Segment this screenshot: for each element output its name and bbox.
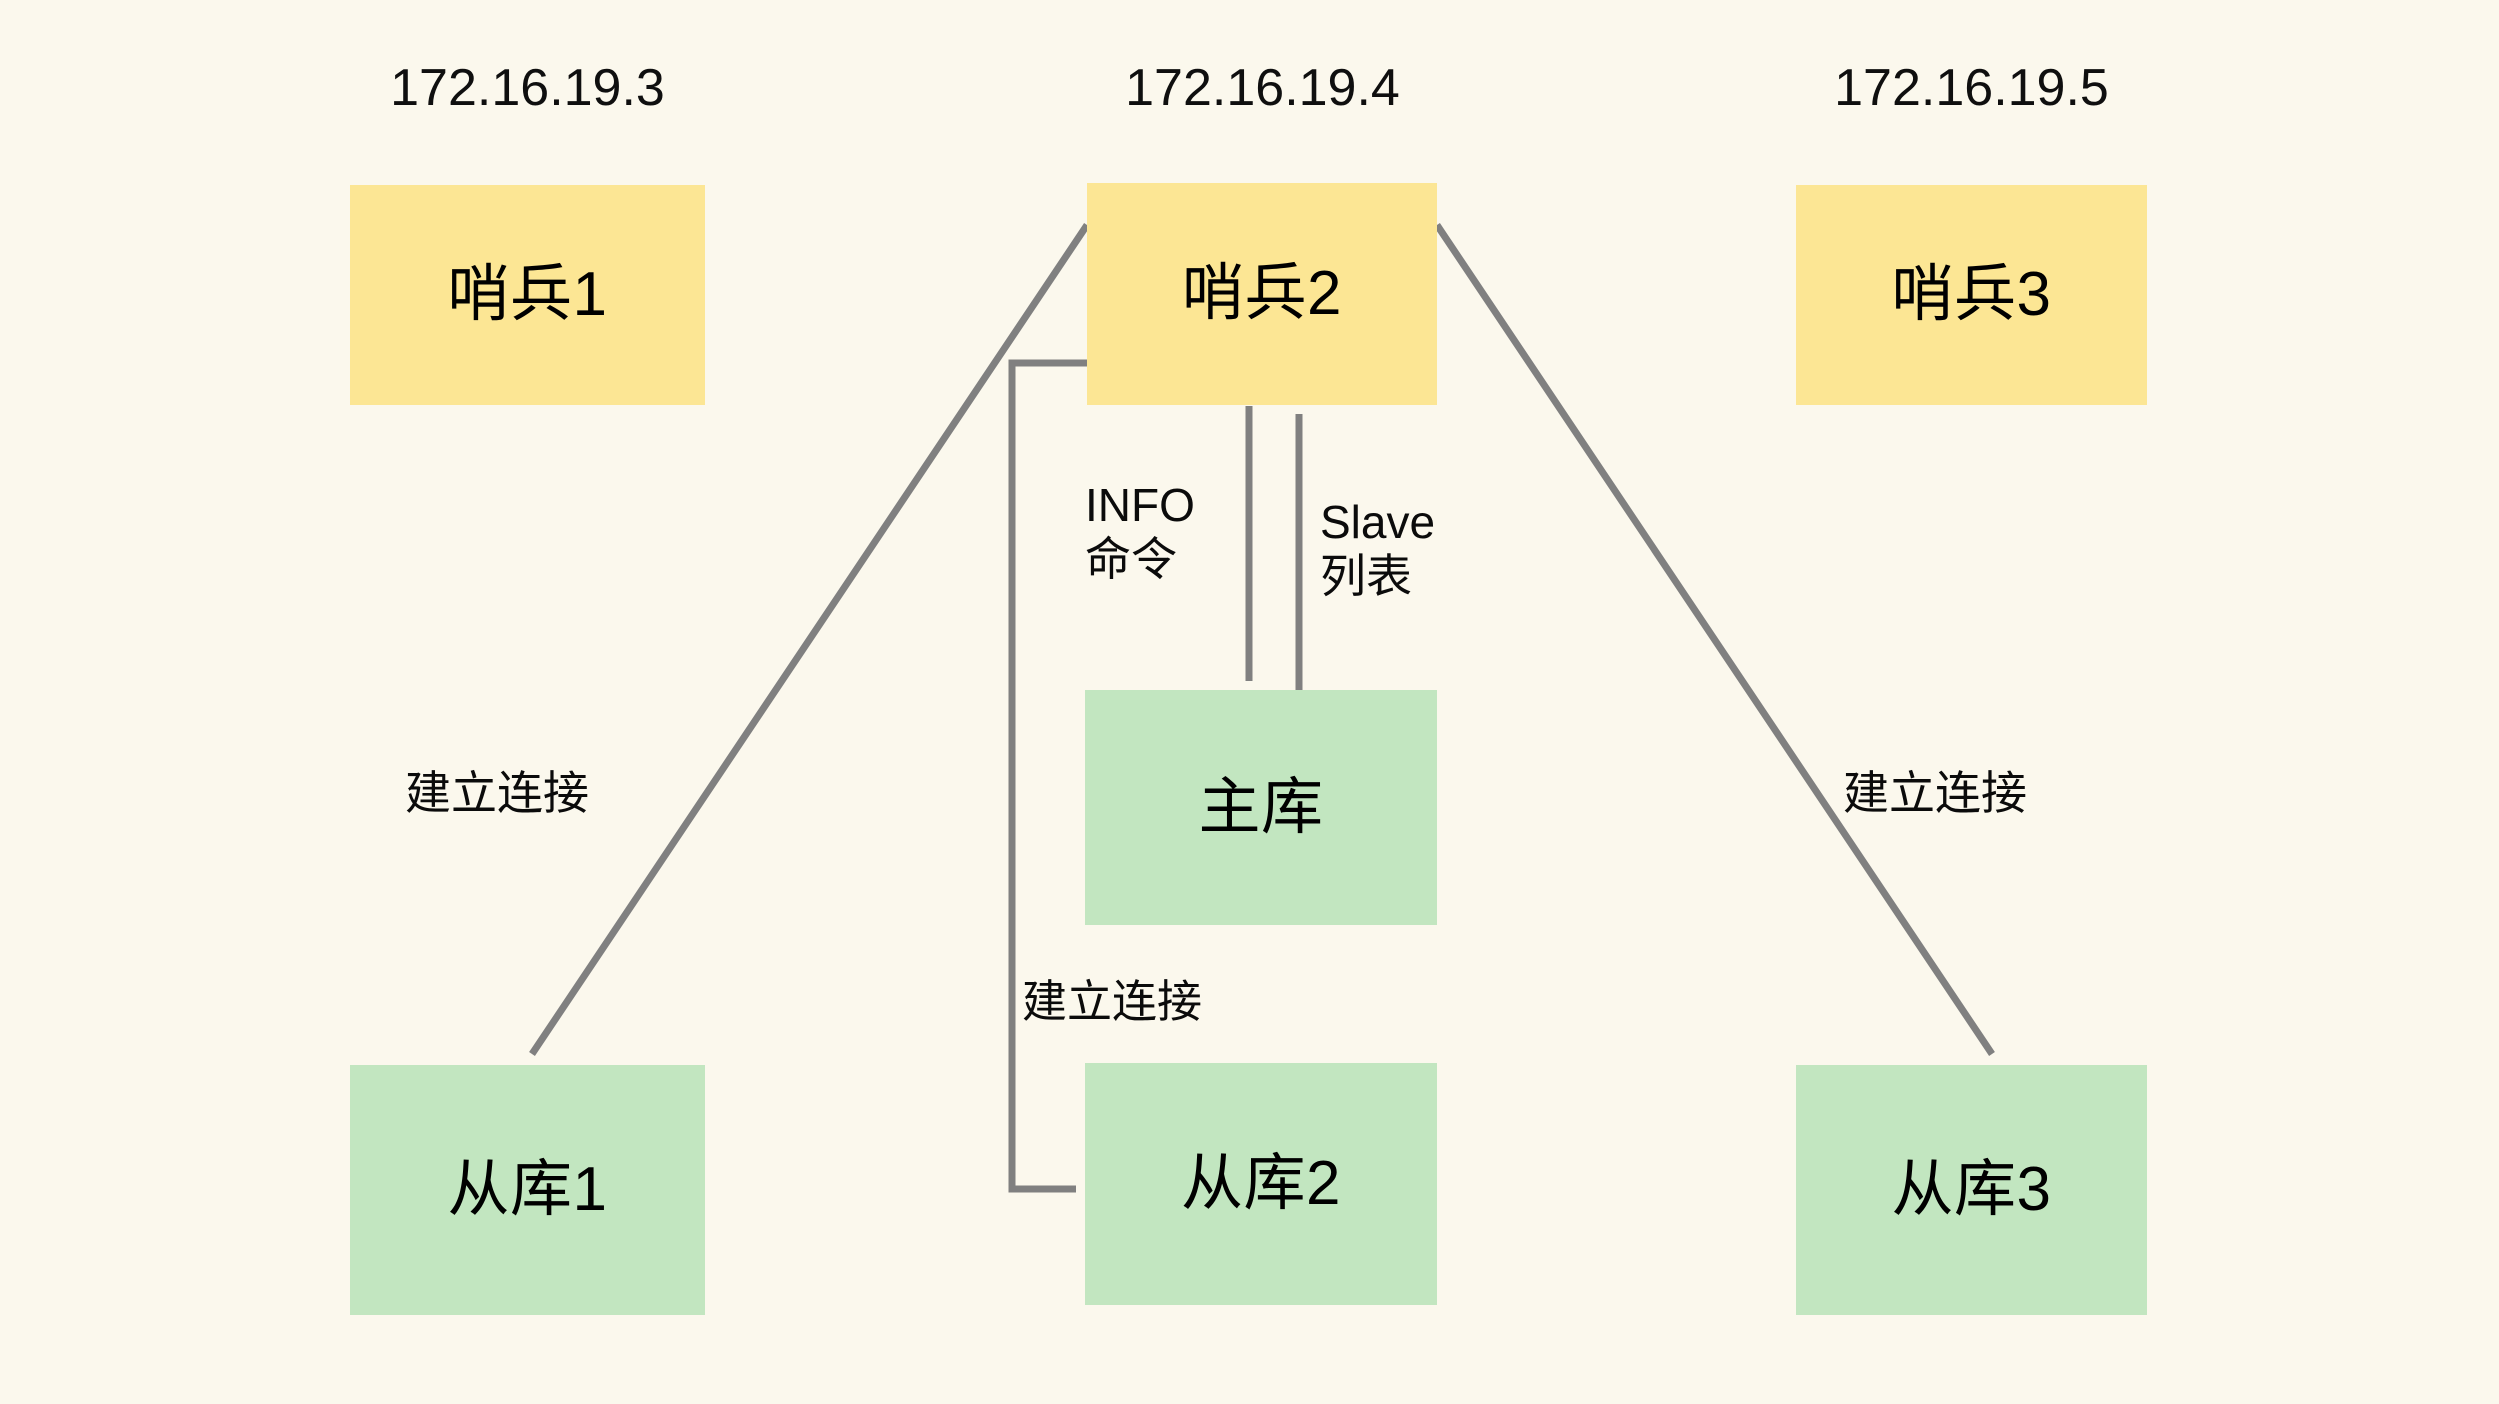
edge-label-connect-left: 建立连接 xyxy=(405,767,589,819)
edge-label-slave-list: Slave 列表 xyxy=(1320,496,1436,603)
node-sentinel-1[interactable]: 哨兵1 xyxy=(350,185,705,405)
ip-label-sentinel-2: 172.16.19.4 xyxy=(1125,59,1400,117)
edge-label-connect-right: 建立连接 xyxy=(1843,767,2027,819)
node-slave-1[interactable]: 从库1 xyxy=(350,1065,705,1315)
node-slave-2[interactable]: 从库2 xyxy=(1085,1063,1437,1305)
ip-label-sentinel-1: 172.16.19.3 xyxy=(390,59,665,117)
connector-sentinel2-slave2 xyxy=(1008,359,1087,1193)
node-slave-3[interactable]: 从库3 xyxy=(1796,1065,2147,1315)
node-sentinel-3[interactable]: 哨兵3 xyxy=(1796,185,2147,405)
edge-label-connect-middle: 建立连接 xyxy=(1022,976,1203,1027)
ip-label-sentinel-3: 172.16.19.5 xyxy=(1834,59,2109,117)
edge-label-info-command: INFO 命令 xyxy=(1085,479,1195,586)
node-master-db[interactable]: 主库 xyxy=(1085,690,1437,925)
node-sentinel-2[interactable]: 哨兵2 xyxy=(1087,183,1437,405)
